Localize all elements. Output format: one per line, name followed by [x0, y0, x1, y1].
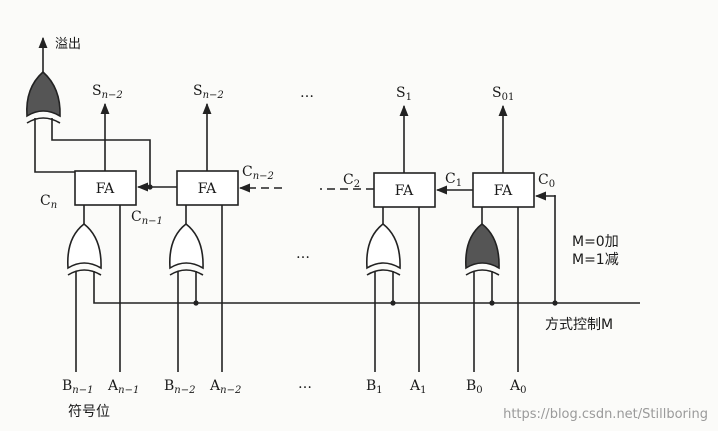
control-bus: [93, 271, 640, 304]
fa-label: FA: [96, 181, 115, 197]
fa-label: FA: [395, 183, 414, 199]
sign-bit-label: 符号位: [68, 404, 110, 420]
xor-gate-n2: [169, 222, 204, 276]
sum-label: S01: [492, 85, 514, 103]
sum-label: Sn−2: [193, 83, 224, 101]
input-label-b: B0: [466, 378, 483, 396]
input-label-b: B1: [366, 378, 383, 396]
fa-label: FA: [494, 183, 513, 199]
input-label-a: A1: [409, 378, 427, 396]
carry-label-c2: C2: [343, 172, 360, 190]
fa-label: FA: [198, 181, 217, 197]
wire-cn-to-overflow: [34, 118, 75, 173]
fa-box-0: [472, 172, 535, 208]
control-label: 方式控制M: [545, 317, 613, 333]
carry-label-cn2: Cn−2: [242, 164, 274, 182]
mode-add-label: M=0加: [572, 234, 619, 250]
mode-sub-label: M=1减: [572, 252, 619, 268]
carry-label-cn1: Cn−1: [131, 209, 163, 227]
carry-arrow-c0: [534, 191, 556, 201]
input-label-b: Bn−2: [164, 378, 195, 396]
junction-m: [390, 300, 396, 306]
junction-m: [489, 300, 495, 306]
input-label-a: A0: [509, 378, 527, 396]
overflow-xor-gate: [26, 70, 61, 124]
overflow-label: 溢出: [55, 37, 81, 52]
fa-box-n2: [176, 170, 239, 206]
fa-box-1: [373, 172, 436, 208]
middle-ellipsis: …: [296, 246, 310, 262]
carry-label-c1: C1: [445, 171, 462, 189]
xor-gate-0: [465, 222, 500, 276]
wire-cn1-to-overflow: [51, 118, 151, 187]
input-label-a: An−1: [107, 378, 139, 396]
sum-label: S1: [396, 85, 412, 103]
input-label-b: Bn−1: [62, 378, 93, 396]
junction-m: [193, 300, 199, 306]
top-ellipsis: …: [300, 85, 314, 101]
carry-label-cn: Cn: [40, 193, 57, 211]
bottom-ellipsis: …: [298, 376, 312, 392]
input-label-a: An−2: [209, 378, 241, 396]
xor-gate-n1: [67, 222, 102, 276]
sum-label: Sn−2: [92, 83, 123, 101]
watermark: https://blog.csdn.net/Stillboring: [503, 407, 708, 422]
fa-box-n1: [74, 170, 137, 206]
xor-gate-1: [366, 222, 401, 276]
carry-label-c0: C0: [538, 172, 555, 190]
